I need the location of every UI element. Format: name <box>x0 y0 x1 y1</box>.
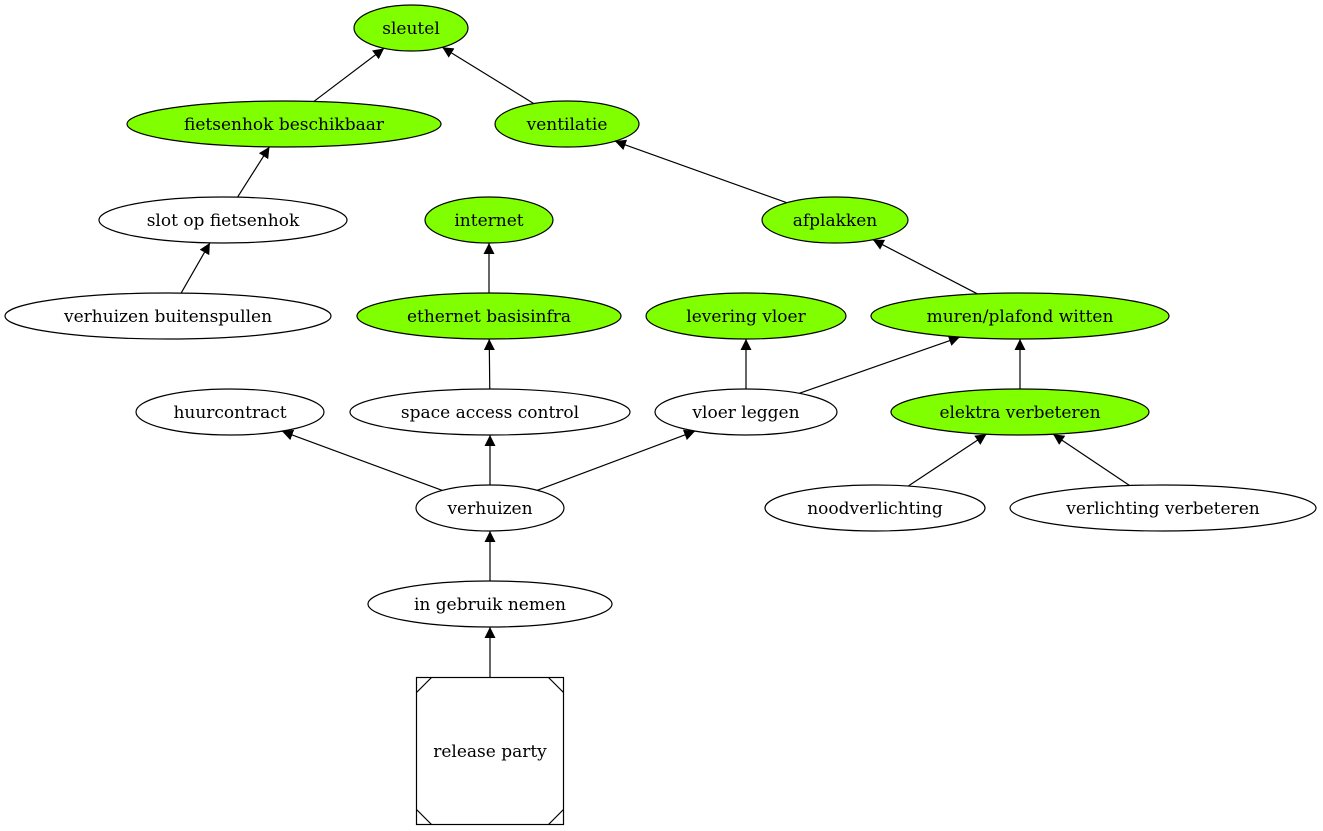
node-shape <box>890 388 1150 436</box>
node-label: noodverlichting <box>807 499 943 519</box>
edge-verhuizen_buitenspullen-to-slot_op_fietsenhok <box>180 242 211 294</box>
node-verlichting-verbeteren: verlichting verbeteren <box>1009 484 1317 532</box>
nodes-layer: sleutel fietsenhok beschikbaar ventilatie s… <box>4 4 1317 826</box>
node-label: ethernet basisinfra <box>407 307 571 327</box>
edges-layer <box>180 46 1130 678</box>
node-ventilatie: ventilatie <box>494 100 640 148</box>
node-fietsenhok-beschikbaar: fietsenhok beschikbaar <box>126 100 442 148</box>
node-label: space access control <box>401 403 579 423</box>
edge-noodverlichting-to-elektra_verbeteren <box>907 433 987 487</box>
node-noodverlichting: noodverlichting <box>764 484 986 532</box>
node-in-gebruik-nemen: in gebruik nemen <box>367 580 613 628</box>
node-internet: internet <box>424 196 554 244</box>
node-label: levering vloer <box>686 307 806 327</box>
node-label: afplakken <box>793 211 878 231</box>
node-ethernet-basisinfra: ethernet basisinfra <box>356 292 622 340</box>
node-shape <box>353 4 469 52</box>
node-vloer-leggen: vloer leggen <box>654 388 838 436</box>
node-shape <box>4 292 332 340</box>
edge-muren_plafond_witten-to-afplakken <box>872 239 978 295</box>
edge-slot_op_fietsenhok-to-fietsenhok_beschikbaar <box>237 146 270 198</box>
node-shape <box>494 100 640 148</box>
node-shape <box>356 292 622 340</box>
corner-mark <box>548 809 564 825</box>
node-shape <box>870 292 1170 340</box>
node-label: ventilatie <box>526 115 608 135</box>
node-label: internet <box>454 211 523 231</box>
corner-mark <box>416 809 432 825</box>
edge-ventilatie-to-sleutel <box>441 46 535 105</box>
node-shape <box>415 484 565 532</box>
node-label: verhuizen buitenspullen <box>63 307 272 327</box>
node-levering-vloer: levering vloer <box>645 292 847 340</box>
edge-afplakken-to-ventilatie <box>614 139 787 204</box>
node-afplakken: afplakken <box>761 196 909 244</box>
node-shape <box>761 196 909 244</box>
node-label: muren/plafond witten <box>927 307 1114 327</box>
edge-vloer_leggen-to-muren_plafond_witten <box>799 335 961 394</box>
node-shape <box>424 196 554 244</box>
node-label: verlichting verbeteren <box>1065 499 1259 519</box>
node-verhuizen-buitenspullen: verhuizen buitenspullen <box>4 292 332 340</box>
node-slot-op-fietsenhok: slot op fietsenhok <box>98 196 348 244</box>
node-elektra-verbeteren: elektra verbeteren <box>890 388 1150 436</box>
edge-verhuizen-to-huurcontract <box>281 429 443 491</box>
node-shape <box>135 388 325 436</box>
edge-space_access_control-to-ethernet_basisinfra <box>483 338 495 390</box>
node-label: elektra verbeteren <box>939 403 1100 423</box>
node-label: slot op fietsenhok <box>147 211 300 231</box>
node-label: release party <box>433 742 547 762</box>
node-shape <box>349 388 631 436</box>
node-shape <box>126 100 442 148</box>
node-shape <box>654 388 838 436</box>
node-shape <box>98 196 348 244</box>
node-shape <box>764 484 986 532</box>
node-label: in gebruik nemen <box>414 595 566 615</box>
node-label: vloer leggen <box>691 403 799 423</box>
edge-verhuizen-to-vloer_leggen <box>537 429 696 491</box>
corner-mark <box>416 677 432 693</box>
node-label: sleutel <box>382 19 440 39</box>
node-label: huurcontract <box>173 403 286 423</box>
edge-verlichting_verbeteren-to-elektra_verbeteren <box>1052 433 1130 487</box>
node-verhuizen: verhuizen <box>415 484 565 532</box>
corner-mark <box>548 677 564 693</box>
node-label: verhuizen <box>446 499 532 519</box>
node-shape <box>367 580 613 628</box>
node-shape <box>1009 484 1317 532</box>
node-shape <box>645 292 847 340</box>
edge-fietsenhok_beschikbaar-to-sleutel <box>313 47 385 102</box>
node-huurcontract: huurcontract <box>135 388 325 436</box>
node-muren-plafond-witten: muren/plafond witten <box>870 292 1170 340</box>
node-sleutel: sleutel <box>353 4 469 52</box>
node-label: fietsenhok beschikbaar <box>184 115 385 135</box>
node-space-access-control: space access control <box>349 388 631 436</box>
node-release-party: release party <box>415 676 565 826</box>
node-shape <box>415 676 565 826</box>
